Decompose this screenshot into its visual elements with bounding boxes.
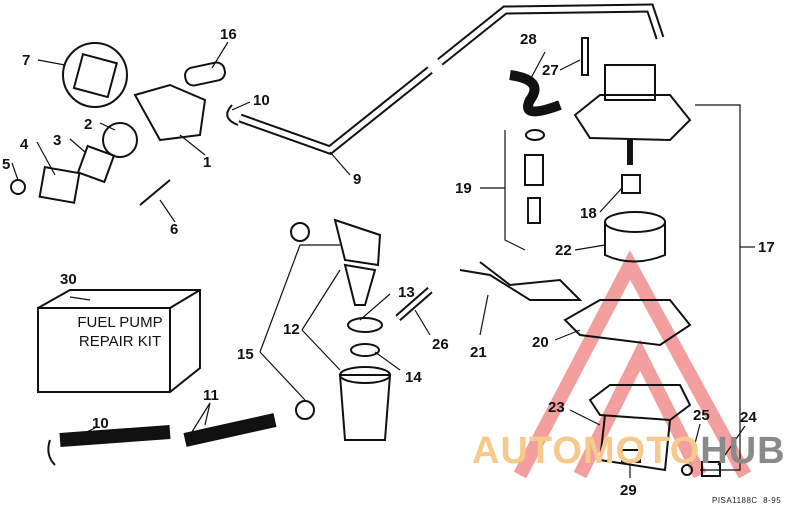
part-7-gasket [62, 42, 128, 108]
watermark-part2: HUB [700, 430, 786, 472]
watermark-logo [513, 250, 752, 479]
part-13 [347, 317, 383, 333]
drawing-date: 8-95 [763, 496, 782, 505]
callout-9: 9 [353, 171, 362, 188]
kit-label-line2: REPAIR KIT [78, 333, 162, 350]
callout-10-top: 10 [253, 92, 270, 109]
part-14 [350, 343, 380, 357]
drawing-code: PISA1188C 8-95 [712, 497, 781, 505]
callout-6: 6 [170, 221, 179, 238]
part-1-pump [133, 83, 207, 142]
callout-7: 7 [22, 52, 31, 69]
part-6 [139, 179, 171, 206]
part-29 [621, 449, 641, 463]
callout-30: 30 [60, 271, 77, 288]
callout-20: 20 [532, 334, 549, 351]
part-10-clip [47, 439, 56, 466]
kit-box [37, 289, 201, 393]
callout-1: 1 [203, 154, 212, 171]
part-25 [681, 464, 693, 476]
part-16 [184, 61, 226, 87]
part-10-clip-top [226, 104, 239, 126]
part-27 [581, 37, 589, 76]
callout-2: 2 [84, 116, 93, 133]
callout-17: 17 [758, 239, 775, 256]
part-2 [102, 122, 138, 158]
hose-top-inner [438, 5, 663, 64]
part-19-oring [525, 129, 545, 141]
callout-5: 5 [2, 156, 11, 173]
hose-11a [59, 425, 171, 447]
callout-21: 21 [470, 344, 487, 361]
part-5 [10, 179, 26, 195]
hose-9-inner [239, 68, 432, 153]
watermark-text: AUTOMOTOHUB [472, 432, 786, 470]
part-21-bracket [459, 261, 583, 301]
callout-15: 15 [237, 346, 254, 363]
part-12-strainer [343, 263, 377, 306]
part-15-clamp-bottom [295, 400, 315, 420]
part-20-gasket [563, 299, 692, 347]
callout-24: 24 [740, 409, 757, 426]
callout-27: 27 [542, 62, 559, 79]
callout-14: 14 [405, 369, 422, 386]
callout-29: 29 [620, 482, 637, 499]
part-15-clamp-top [290, 222, 310, 242]
hose-11b [183, 413, 277, 447]
drawing-code-id: PISA1188C [712, 496, 758, 505]
callout-12: 12 [283, 321, 300, 338]
callout-28: 28 [520, 31, 537, 48]
part-4 [38, 165, 81, 204]
part-12-cap [333, 218, 382, 267]
hose-9 [238, 66, 433, 156]
filter-bowl [338, 374, 392, 441]
callout-10-bottom: 10 [92, 415, 109, 432]
callout-19: 19 [455, 180, 472, 197]
callout-23: 23 [548, 399, 565, 416]
callout-25: 25 [693, 407, 710, 424]
part-22-filter [604, 222, 666, 263]
callout-4: 4 [20, 136, 29, 153]
part-3 [76, 144, 116, 184]
callout-18: 18 [580, 205, 597, 222]
part-17-head [573, 94, 692, 142]
watermark-part1: AUTOMOTO [472, 430, 701, 472]
kit-label-line1: FUEL PUMP [77, 314, 163, 331]
callout-11: 11 [203, 387, 219, 404]
hose-28 [509, 70, 562, 117]
part-17-body [604, 64, 656, 101]
callout-13: 13 [398, 284, 415, 301]
part-23-base [588, 384, 692, 422]
callout-26: 26 [432, 336, 449, 353]
callout-3: 3 [53, 132, 62, 149]
callout-22: 22 [555, 242, 572, 259]
part-24 [701, 461, 721, 477]
callout-16: 16 [220, 26, 237, 43]
part-18 [621, 174, 641, 194]
repair-kit-label: FUEL PUMP REPAIR KIT [50, 313, 190, 351]
